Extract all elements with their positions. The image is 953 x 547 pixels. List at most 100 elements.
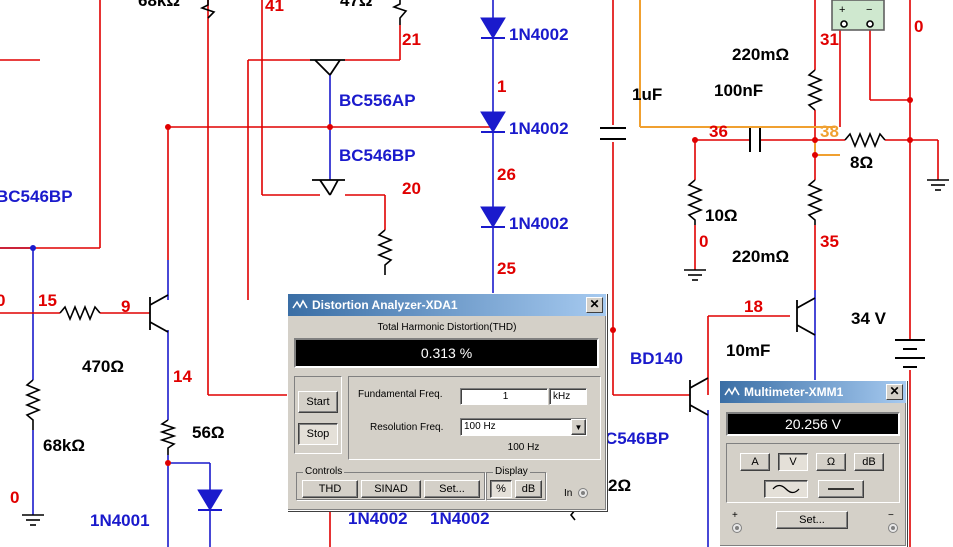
capacitors (600, 127, 761, 152)
diode-label-5: 1N4002 (430, 509, 490, 528)
node-0-bottom: 0 (10, 488, 19, 507)
res-68k-bottom: 68kΩ (43, 436, 85, 455)
multimeter-titlebar[interactable]: Multimeter-XMM1 ✕ (720, 381, 906, 403)
node-0-left: 0 (0, 291, 5, 310)
thd-heading: Total Harmonic Distortion(THD) (377, 322, 517, 333)
res-220m-bottom: 220mΩ (732, 247, 789, 266)
ac-mode-button[interactable] (764, 480, 808, 498)
node-26: 26 (497, 165, 516, 184)
node-38: 38 (820, 122, 839, 141)
diode-label-1n4001: 1N4001 (90, 511, 150, 530)
controls-group: Controls (296, 466, 485, 500)
probe-minus: − (866, 4, 872, 16)
multimeter-set-button[interactable]: Set... (776, 511, 848, 529)
node-41: 41 (265, 0, 284, 15)
battery-label: 34 V (851, 309, 887, 328)
battery-34v (895, 339, 925, 368)
transistor-label-bc556: BC556AP (339, 91, 416, 110)
sinad-button[interactable]: SINAD (361, 480, 421, 498)
diodes (197, 17, 506, 511)
cap-100nf: 100nF (714, 81, 763, 100)
node-35: 35 (820, 232, 839, 251)
decibel-mode-button[interactable]: dB (854, 453, 884, 471)
close-icon[interactable]: ✕ (886, 384, 903, 400)
node-15: 15 (38, 291, 57, 310)
resolution-freq-label: Resolution Freq. (370, 422, 444, 433)
node-9: 9 (121, 297, 130, 316)
close-icon[interactable]: ✕ (586, 297, 603, 313)
res-8ohm: 8Ω (850, 153, 873, 172)
thd-readout: 0.313 % (294, 338, 599, 368)
percent-button[interactable]: % (490, 480, 512, 498)
junction-dots (165, 97, 913, 466)
negative-terminal-icon[interactable] (888, 523, 898, 533)
distortion-title: Distortion Analyzer-XDA1 (312, 298, 458, 312)
cap-1uf: 1uF (632, 85, 662, 104)
positive-terminal-label: + (732, 510, 738, 521)
resolution-freq-readout: 100 Hz (507, 442, 540, 453)
diode-label-1: 1N4002 (509, 25, 569, 44)
orange-wires (639, 0, 840, 156)
chevron-down-icon[interactable]: ▼ (571, 419, 586, 435)
node-0-mid: 0 (699, 232, 708, 251)
fundamental-freq-label: Fundamental Freq. (358, 389, 443, 400)
node-18: 18 (744, 297, 763, 316)
input-terminal-icon[interactable] (578, 488, 588, 498)
thd-button[interactable]: THD (302, 480, 358, 498)
multimeter-title: Multimeter-XMM1 (744, 385, 844, 399)
node-25: 25 (497, 259, 516, 278)
resolution-freq-value: 100 Hz (464, 421, 496, 432)
instrument-icon (292, 299, 308, 309)
sine-wave-icon (772, 484, 800, 494)
transistor-label-c546: C546BP (605, 429, 669, 448)
node-20: 20 (402, 179, 421, 198)
red-node-labels: 41 21 1 26 20 25 31 0 36 38 35 0 15 9 14… (0, 0, 923, 507)
display-group: Display (486, 466, 546, 500)
res-47-top: 47Ω (340, 0, 373, 10)
transistors (149, 59, 816, 416)
res-2ohm: 2Ω (608, 476, 631, 495)
dc-mode-button[interactable] (818, 480, 864, 498)
ohmmeter-mode-button[interactable]: Ω (816, 453, 846, 471)
diode-label-2: 1N4002 (509, 119, 569, 138)
node-0-top: 0 (914, 17, 923, 36)
voltmeter-mode-button[interactable]: V (778, 453, 808, 471)
negative-terminal-label: − (888, 510, 894, 521)
diode-label-4: 1N4002 (348, 509, 408, 528)
stop-button[interactable]: Stop (298, 423, 338, 445)
ammeter-mode-button[interactable]: A (740, 453, 770, 471)
multimeter-window[interactable]: Multimeter-XMM1 ✕ 20.256 V A V Ω dB Set.… (719, 380, 907, 547)
instrument-icon (724, 386, 740, 396)
fundamental-unit-field[interactable]: kHz (549, 388, 587, 405)
multimeter-readout: 20.256 V (726, 412, 900, 436)
set-button[interactable]: Set... (424, 480, 480, 498)
blue-part-labels: 1N4002 1N4002 1N4002 BC556AP BC546BP BC5… (0, 25, 683, 530)
probe-plus: + (839, 4, 845, 16)
junction-dots-blue (30, 245, 36, 251)
blue-wires (0, 0, 816, 547)
res-68k-top: 68kΩ (138, 0, 180, 10)
node-14: 14 (173, 367, 192, 386)
distortion-titlebar[interactable]: Distortion Analyzer-XDA1 ✕ (288, 294, 606, 316)
node-36: 36 (709, 122, 728, 141)
db-button[interactable]: dB (515, 480, 542, 498)
positive-terminal-icon[interactable] (732, 523, 742, 533)
node-21: 21 (402, 30, 421, 49)
transistor-label-bc546-a: BC546BP (339, 146, 416, 165)
dc-line-icon (828, 488, 854, 490)
resolution-freq-select[interactable]: 100 Hz ▼ (460, 418, 587, 436)
resistors (24, 0, 886, 521)
node-31: 31 (820, 30, 839, 49)
input-terminal-label: In (564, 488, 573, 499)
start-stop-panel (294, 376, 342, 454)
multimeter-mode-panel (726, 443, 900, 503)
transistor-label-bd140: BD140 (630, 349, 683, 368)
fundamental-freq-input[interactable]: 1 (460, 388, 548, 405)
start-button[interactable]: Start (298, 391, 338, 413)
voltmeter-probe (831, 0, 885, 31)
distortion-analyzer-window[interactable]: Distortion Analyzer-XDA1 ✕ Total Harmoni… (287, 293, 607, 511)
controls-group-label: Controls (303, 466, 345, 477)
display-group-label: Display (493, 466, 530, 477)
